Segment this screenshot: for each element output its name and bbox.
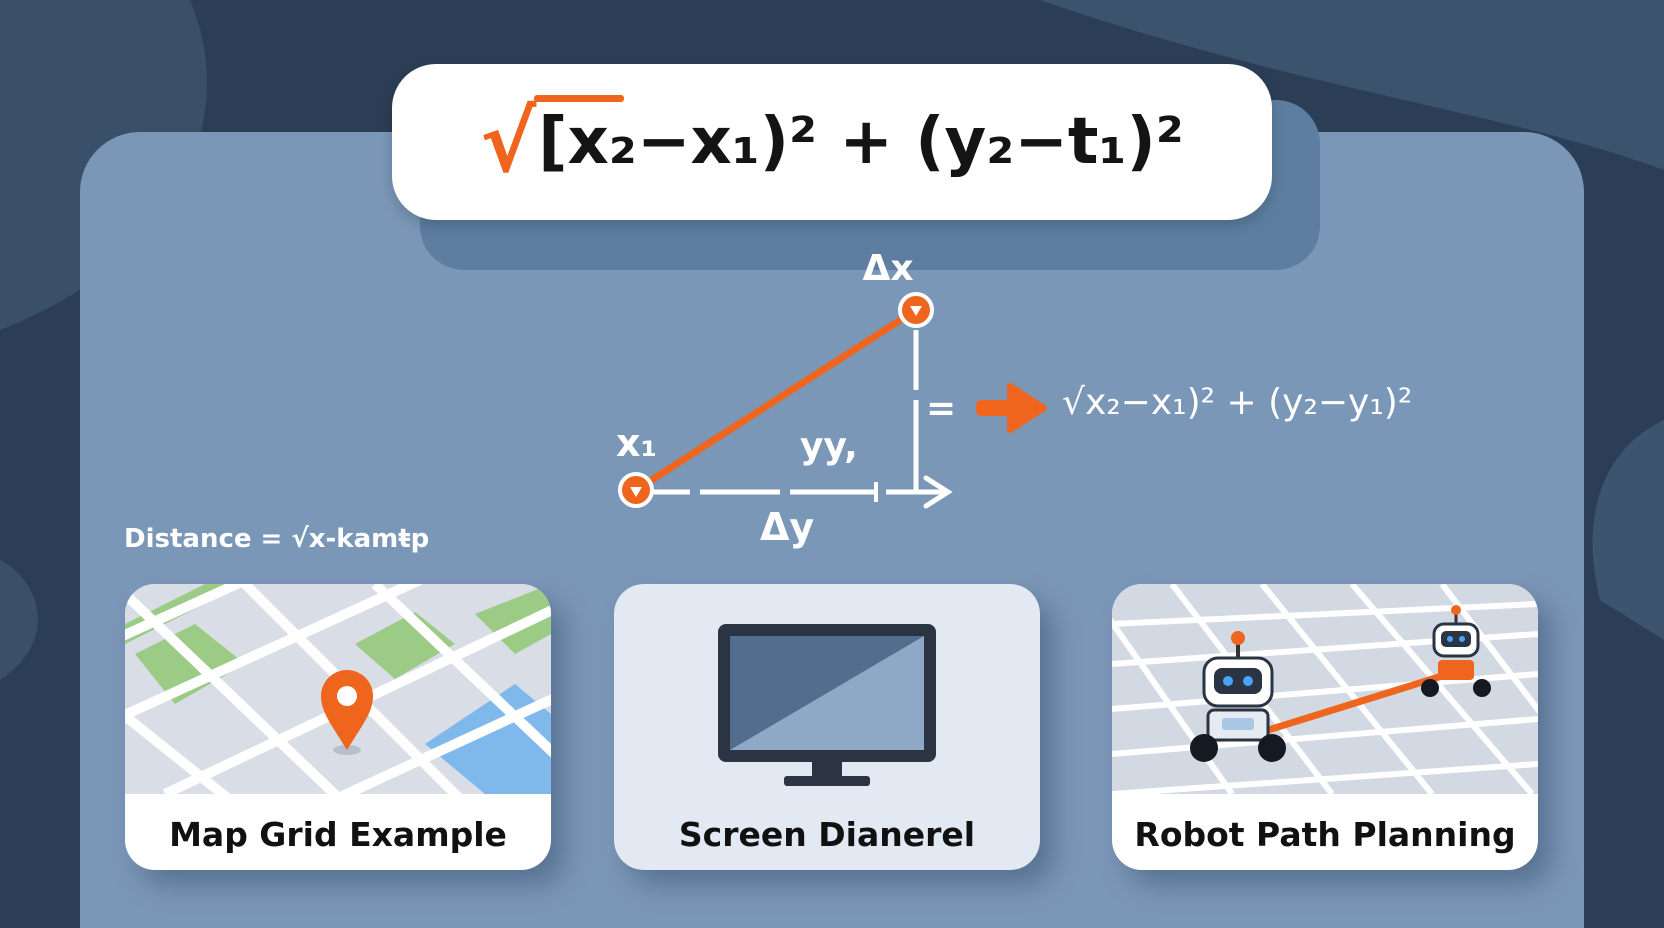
card-label-robot: Robot Path Planning: [1134, 815, 1516, 854]
equals-sign: =: [926, 388, 956, 429]
radical-sign: √: [480, 93, 537, 191]
card-label-map: Map Grid Example: [169, 815, 507, 854]
card-robot-path: Robot Path Planning: [1112, 584, 1538, 870]
end-point-marker: [898, 292, 934, 328]
map-grid-illustration: [125, 584, 551, 794]
card-screen: Screen Dianerel: [614, 584, 1040, 870]
distance-formula: √ [x₂−x₁)² + (y₂−t₁)²: [480, 93, 1184, 191]
yy-label: yy,: [800, 426, 858, 467]
monitor-icon: [718, 624, 936, 786]
card-label-screen: Screen Dianerel: [678, 815, 976, 854]
horizontal-dashed-arrow: [636, 475, 953, 509]
delta-y-label: Δy: [760, 505, 814, 549]
delta-x-label: Δx: [862, 248, 913, 289]
start-point-marker: [618, 472, 654, 508]
result-formula: √x₂−x₁)² + (y₂−y₁)²: [1062, 382, 1413, 423]
x1-label: x₁: [616, 421, 657, 465]
formula-body: [x₂−x₁)² + (y₂−t₁)²: [534, 95, 1184, 179]
robot-path-illustration: [1112, 584, 1538, 794]
orange-arrow-icon: [976, 383, 1047, 433]
map-pin-icon: [321, 670, 373, 755]
hypotenuse-line: [632, 306, 920, 494]
robot-path-line: [1258, 672, 1446, 736]
robot-near-icon: [1190, 631, 1286, 762]
card-map-grid: Map Grid Example: [125, 584, 551, 870]
formula-box: √ [x₂−x₁)² + (y₂−t₁)²: [392, 64, 1272, 220]
robot-far-icon: [1421, 605, 1491, 697]
distance-label: Distance = √x-kamŧp: [124, 524, 430, 554]
